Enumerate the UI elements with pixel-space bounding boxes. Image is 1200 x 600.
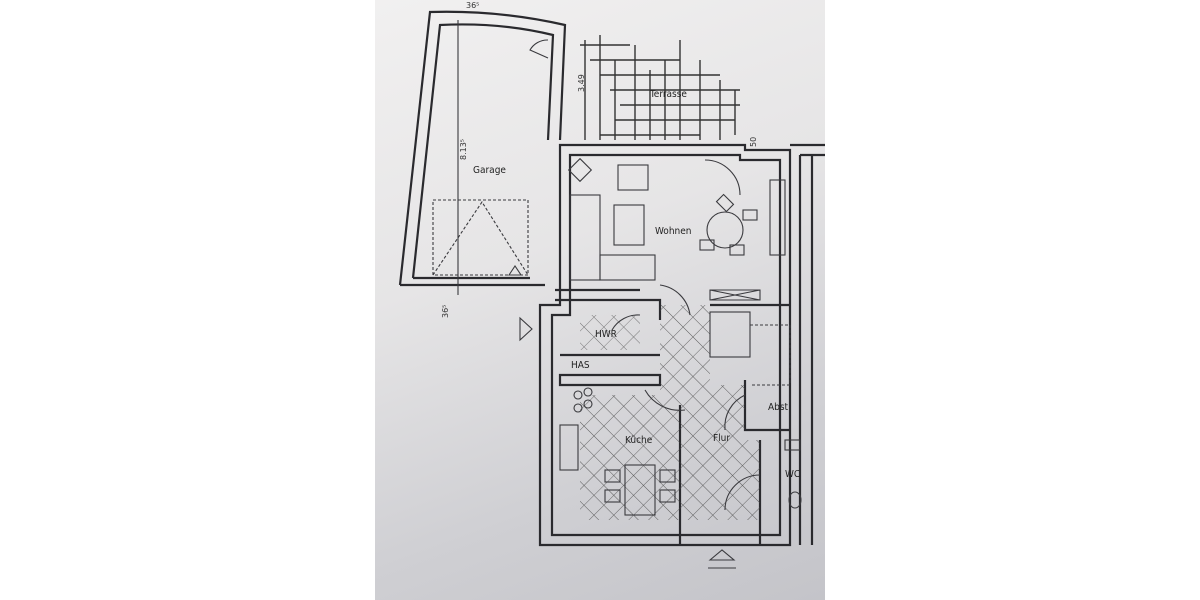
room-label-living: Wohnen — [655, 226, 691, 237]
terrace-paving — [580, 35, 740, 140]
room-label-toilet: WC — [785, 469, 800, 480]
dimension-garage-top-wall: 36⁵ — [466, 1, 479, 10]
entrance-arrow-icon — [708, 549, 736, 569]
dimension-wall-right: 50 — [749, 137, 758, 147]
room-label-house-connection: HAS — [571, 360, 590, 371]
room-label-storage: Abst — [768, 402, 789, 413]
room-label-garage: Garage — [473, 165, 506, 176]
garage-entrance-arrow-icon — [519, 316, 533, 342]
room-label-hallway: Flur — [713, 433, 730, 444]
dimension-garage-bottom-wall: 36⁵ — [441, 305, 450, 318]
dimension-garage-length: 8.13⁵ — [459, 139, 468, 160]
room-label-kitchen: Küche — [625, 435, 653, 446]
doors — [611, 159, 761, 511]
room-label-terrace: Terrasse — [649, 89, 687, 100]
dimension-terrace-depth: 3.49 — [577, 74, 586, 92]
garage — [398, 10, 567, 295]
furniture — [559, 157, 802, 516]
room-label-utility: HWR — [595, 329, 617, 340]
